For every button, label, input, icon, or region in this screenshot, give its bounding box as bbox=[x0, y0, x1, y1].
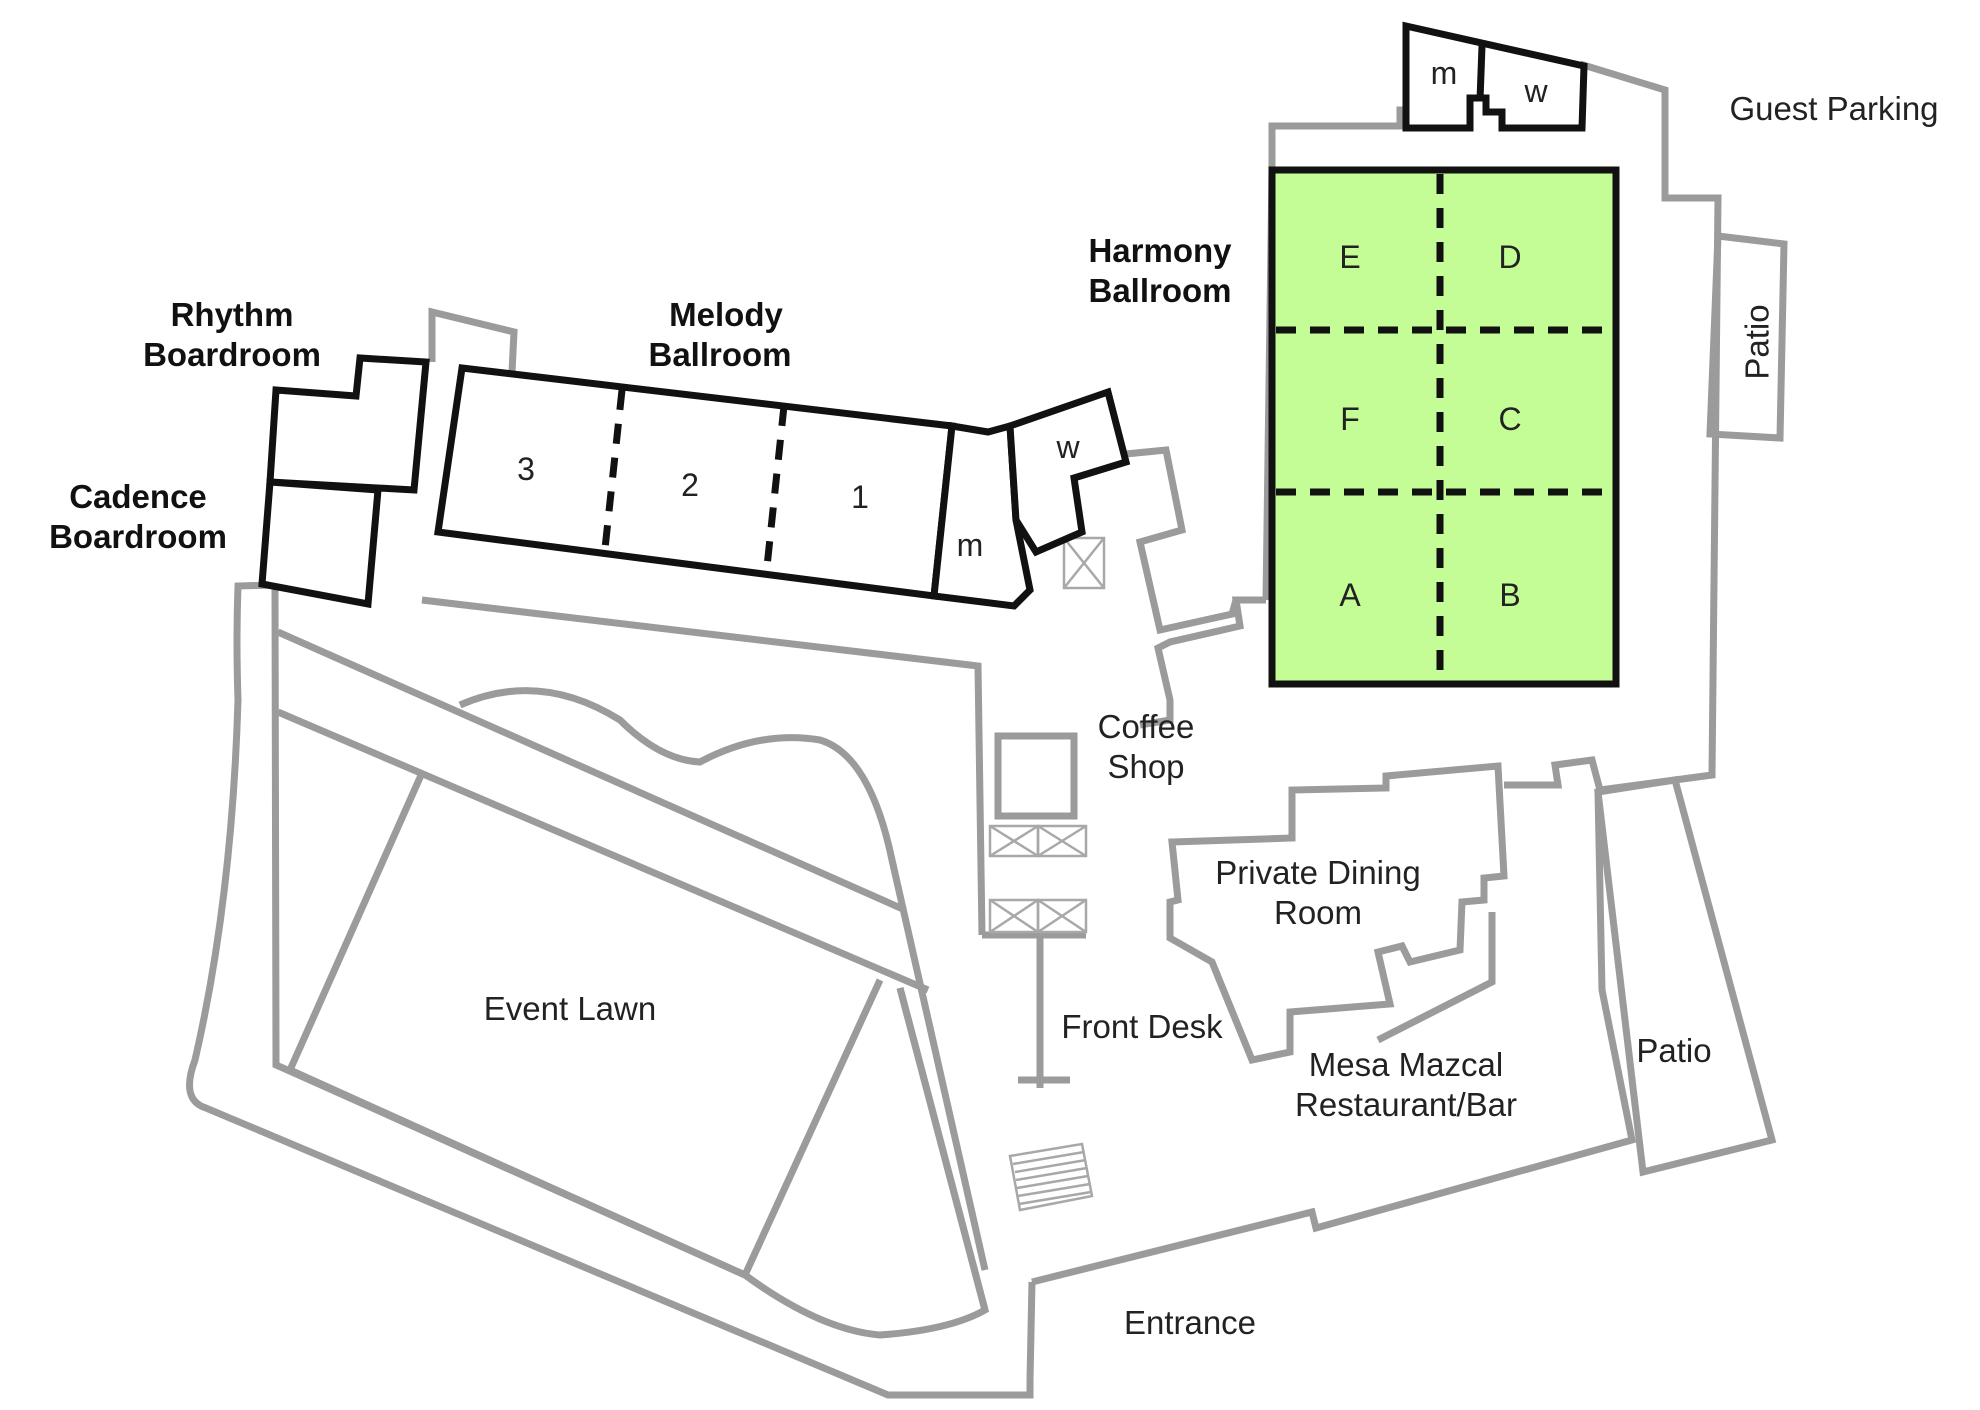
patio-east-label: Patio bbox=[1739, 304, 1776, 379]
restroom-men-melody: m bbox=[957, 527, 984, 563]
restroom-men-top: m bbox=[1431, 55, 1458, 91]
melody-section-2: 2 bbox=[681, 467, 699, 503]
cadence-boardroom-label-line2: Boardroom bbox=[49, 518, 227, 555]
melody-ballroom-label-line2: Ballroom bbox=[648, 336, 791, 373]
entrance-label: Entrance bbox=[1124, 1304, 1256, 1341]
cadence-boardroom[interactable] bbox=[258, 478, 382, 609]
harmony-section-b: B bbox=[1499, 577, 1520, 613]
building-outlines bbox=[186, 60, 1788, 1399]
harmony-section-d: D bbox=[1498, 239, 1521, 275]
rhythm-boardroom-label-line1: Rhythm bbox=[171, 296, 294, 333]
coffee-shop-label-line1: Coffee bbox=[1098, 708, 1195, 745]
rhythm-boardroom[interactable] bbox=[266, 354, 430, 494]
mesa-mazcal-label-line2: Restaurant/Bar bbox=[1295, 1086, 1517, 1123]
harmony-section-e: E bbox=[1339, 239, 1360, 275]
harmony-ballroom[interactable] bbox=[1268, 166, 1620, 688]
melody-ballroom-label-line1: Melody bbox=[669, 296, 783, 333]
elevators bbox=[988, 536, 1106, 934]
event-lawn-label: Event Lawn bbox=[484, 990, 656, 1027]
patio-south-outline bbox=[1594, 776, 1777, 1177]
restroom-women-melody: w bbox=[1055, 429, 1080, 465]
coffee-shop-label-line2: Shop bbox=[1107, 748, 1184, 785]
front-desk-label: Front Desk bbox=[1061, 1008, 1223, 1045]
melody-section-1: 1 bbox=[851, 479, 869, 515]
melody-section-3: 3 bbox=[517, 451, 535, 487]
private-dining-label-line2: Room bbox=[1274, 894, 1362, 931]
rhythm-boardroom-label-line2: Boardroom bbox=[143, 336, 321, 373]
harmony-ballroom-label-line1: Harmony bbox=[1088, 232, 1232, 269]
private-dining-outline bbox=[1166, 762, 1508, 1065]
restroom-labels: m w w m bbox=[957, 55, 1549, 563]
stairs-icon bbox=[1008, 1142, 1094, 1212]
patio-east-outline bbox=[1706, 232, 1788, 442]
harmony-section-c: C bbox=[1498, 401, 1521, 437]
harmony-section-f: F bbox=[1340, 401, 1360, 437]
harmony-section-labels: E D F C A B bbox=[1339, 239, 1521, 613]
guest-parking-label: Guest Parking bbox=[1729, 90, 1938, 127]
coffee-shop-outline bbox=[994, 732, 1078, 820]
map-labels: Guest Parking Patio Patio Harmony Ballro… bbox=[49, 90, 1938, 1341]
restroom-women-top: w bbox=[1523, 73, 1548, 109]
cadence-boardroom-label-line1: Cadence bbox=[69, 478, 207, 515]
harmony-restrooms bbox=[1402, 21, 1588, 132]
private-dining-label-line1: Private Dining bbox=[1215, 854, 1420, 891]
mesa-mazcal-label-line1: Mesa Mazcal bbox=[1309, 1046, 1503, 1083]
patio-south-label: Patio bbox=[1636, 1032, 1711, 1069]
harmony-ballroom-label-line2: Ballroom bbox=[1088, 272, 1231, 309]
melody-restrooms bbox=[930, 387, 1131, 610]
melody-section-labels: 3 2 1 bbox=[517, 451, 869, 515]
harmony-section-a: A bbox=[1339, 577, 1361, 613]
